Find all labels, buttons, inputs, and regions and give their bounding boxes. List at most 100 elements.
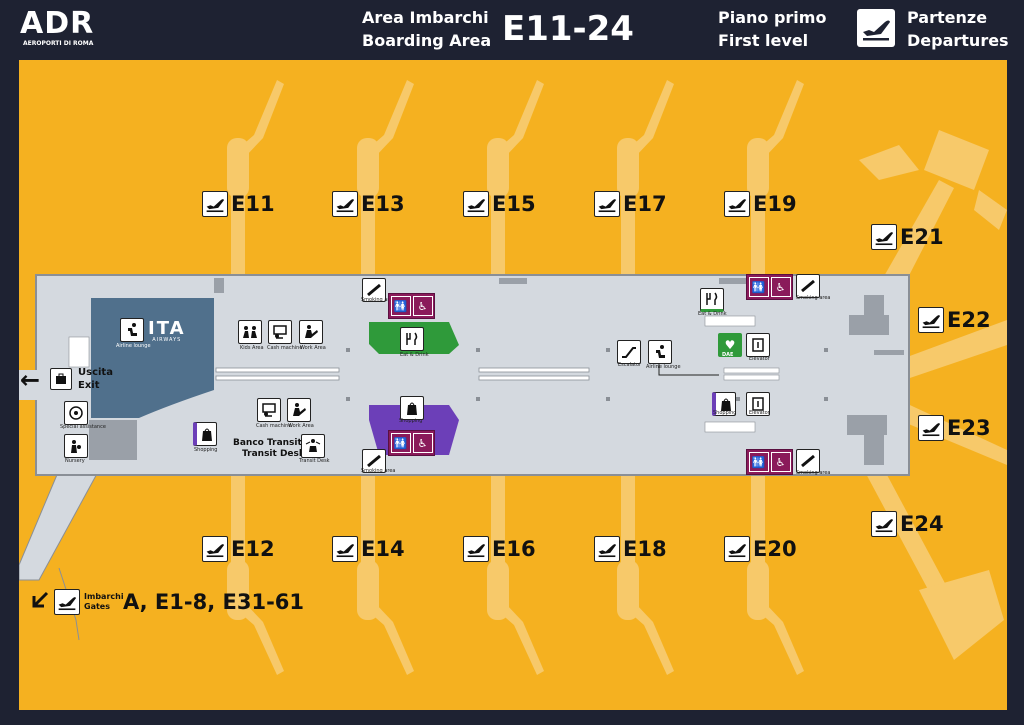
gate-e23: E23 — [918, 415, 991, 441]
pier-e14 — [357, 470, 414, 675]
restroom-icon: 🚻 — [390, 433, 411, 453]
shopping-label-center: Shopping — [399, 418, 423, 424]
gate-label: E15 — [492, 192, 536, 216]
gate-label: E20 — [753, 537, 797, 561]
restroom-icon: 🚻 — [748, 277, 769, 297]
logo-text: ADR — [20, 6, 95, 41]
other-gates-list: A, E1-8, E31-61 — [123, 590, 305, 614]
elevator-icon-2 — [746, 392, 770, 416]
eat-drink-label: Eat & Drink — [400, 352, 429, 358]
departures-icon — [332, 536, 358, 562]
airline-lounge-icon — [120, 318, 144, 342]
departures-en: Departures — [907, 31, 1009, 50]
restroom-icon: 🚻 — [390, 296, 411, 316]
gate-e15: E15 — [463, 191, 536, 217]
exit-it: Uscita — [78, 367, 113, 378]
airline-lounge-label-right: Airline lounge — [646, 364, 681, 370]
gate-label: E13 — [361, 192, 405, 216]
pier-e17 — [617, 80, 674, 280]
special-assistance-label: Special assistance — [60, 424, 106, 430]
transit-it: Banco Transiti — [233, 438, 305, 448]
kids-area-icon — [238, 320, 262, 344]
cash-machine-label-2: Cash machine — [256, 423, 292, 429]
pier-e19 — [747, 80, 804, 280]
pier-e18 — [617, 470, 674, 675]
elevator-label-2: Elevator — [749, 410, 770, 416]
other-gates-en: Gates — [84, 602, 110, 611]
departures-icon — [871, 224, 897, 250]
escalator-label: Escalator — [618, 362, 642, 368]
work-area-label: Work Area — [300, 345, 326, 351]
departures-icon — [463, 191, 489, 217]
pier-e16 — [487, 470, 544, 675]
elevator-label: Elevator — [749, 356, 770, 362]
nursery-label: Nursery — [65, 458, 85, 464]
cash-machine-icon-2 — [257, 398, 281, 422]
shopping-icon — [193, 422, 217, 446]
accessible-icon: ♿ — [770, 277, 791, 297]
gate-e11: E11 — [202, 191, 275, 217]
transit-en: Transit Desk — [242, 449, 305, 459]
transit-desk-icon — [301, 434, 325, 458]
pier-e13 — [357, 80, 414, 280]
transit-desk-label: Transit Desk — [299, 458, 330, 464]
gate-e19: E19 — [724, 191, 797, 217]
other-gates-it: Imbarchi — [84, 592, 124, 601]
departures-icon — [594, 191, 620, 217]
accessible-icon: ♿ — [412, 433, 433, 453]
eat-drink-label-right: Eat & Drink — [698, 311, 727, 317]
smoking-area-icon — [362, 278, 386, 302]
gate-e22: E22 — [918, 307, 991, 333]
eat-drink-icon-right — [700, 288, 724, 312]
work-area-icon — [299, 320, 323, 344]
ita-logo-text: ITA — [148, 318, 186, 339]
gate-e13: E13 — [332, 191, 405, 217]
work-area-label-2: Work Area — [288, 423, 314, 429]
smoking-area-label-3: Smoking area — [796, 295, 831, 301]
gate-e16: E16 — [463, 536, 536, 562]
departures-icon — [332, 191, 358, 217]
gate-label: E21 — [900, 225, 944, 249]
area-title-it: Area Imbarchi — [362, 8, 489, 27]
gate-label: E19 — [753, 192, 797, 216]
special-assistance-icon — [64, 401, 88, 425]
gates-range-title: E11-24 — [502, 9, 634, 49]
gate-label: E18 — [623, 537, 667, 561]
departures-icon — [871, 511, 897, 537]
restroom-sign-2: 🚻 ♿ — [388, 430, 435, 456]
down-left-arrow-icon — [30, 590, 50, 610]
ita-airways-logo: ITA AIRWAYS — [148, 318, 186, 344]
pier-e20 — [747, 470, 804, 675]
gate-label: E24 — [900, 512, 944, 536]
gate-label: E14 — [361, 537, 405, 561]
departures-icon — [463, 536, 489, 562]
dae-label: DAE — [722, 352, 734, 358]
work-area-icon-2 — [287, 398, 311, 422]
gate-e24: E24 — [871, 511, 944, 537]
pier-e12 — [227, 470, 284, 675]
logo-subtitle: AEROPORTI DI ROMA — [23, 40, 94, 47]
gate-label: E12 — [231, 537, 275, 561]
departures-icon — [918, 307, 944, 333]
smoking-area-icon-3 — [796, 274, 820, 298]
shopping-label-right: Shopping — [713, 410, 737, 416]
gate-e17: E17 — [594, 191, 667, 217]
gate-e12: E12 — [202, 536, 275, 562]
baggage-icon — [50, 368, 72, 390]
cash-machine-icon — [268, 320, 292, 344]
cash-machine-label: Cash machine — [267, 345, 303, 351]
shopping-icon-center — [400, 396, 424, 420]
gate-label: E11 — [231, 192, 275, 216]
restroom-sign-4: 🚻 ♿ — [746, 449, 793, 475]
restroom-sign: 🚻 ♿ — [388, 293, 435, 319]
level-en: First level — [718, 31, 809, 50]
nursery-icon — [64, 434, 88, 458]
gate-e18: E18 — [594, 536, 667, 562]
departures-icon — [724, 191, 750, 217]
dae-icon: ♥ — [718, 333, 742, 357]
exit-arrow-icon: ← — [20, 366, 41, 394]
eat-drink-icon — [400, 327, 424, 351]
exit-en: Exit — [78, 380, 100, 391]
departures-icon — [202, 536, 228, 562]
